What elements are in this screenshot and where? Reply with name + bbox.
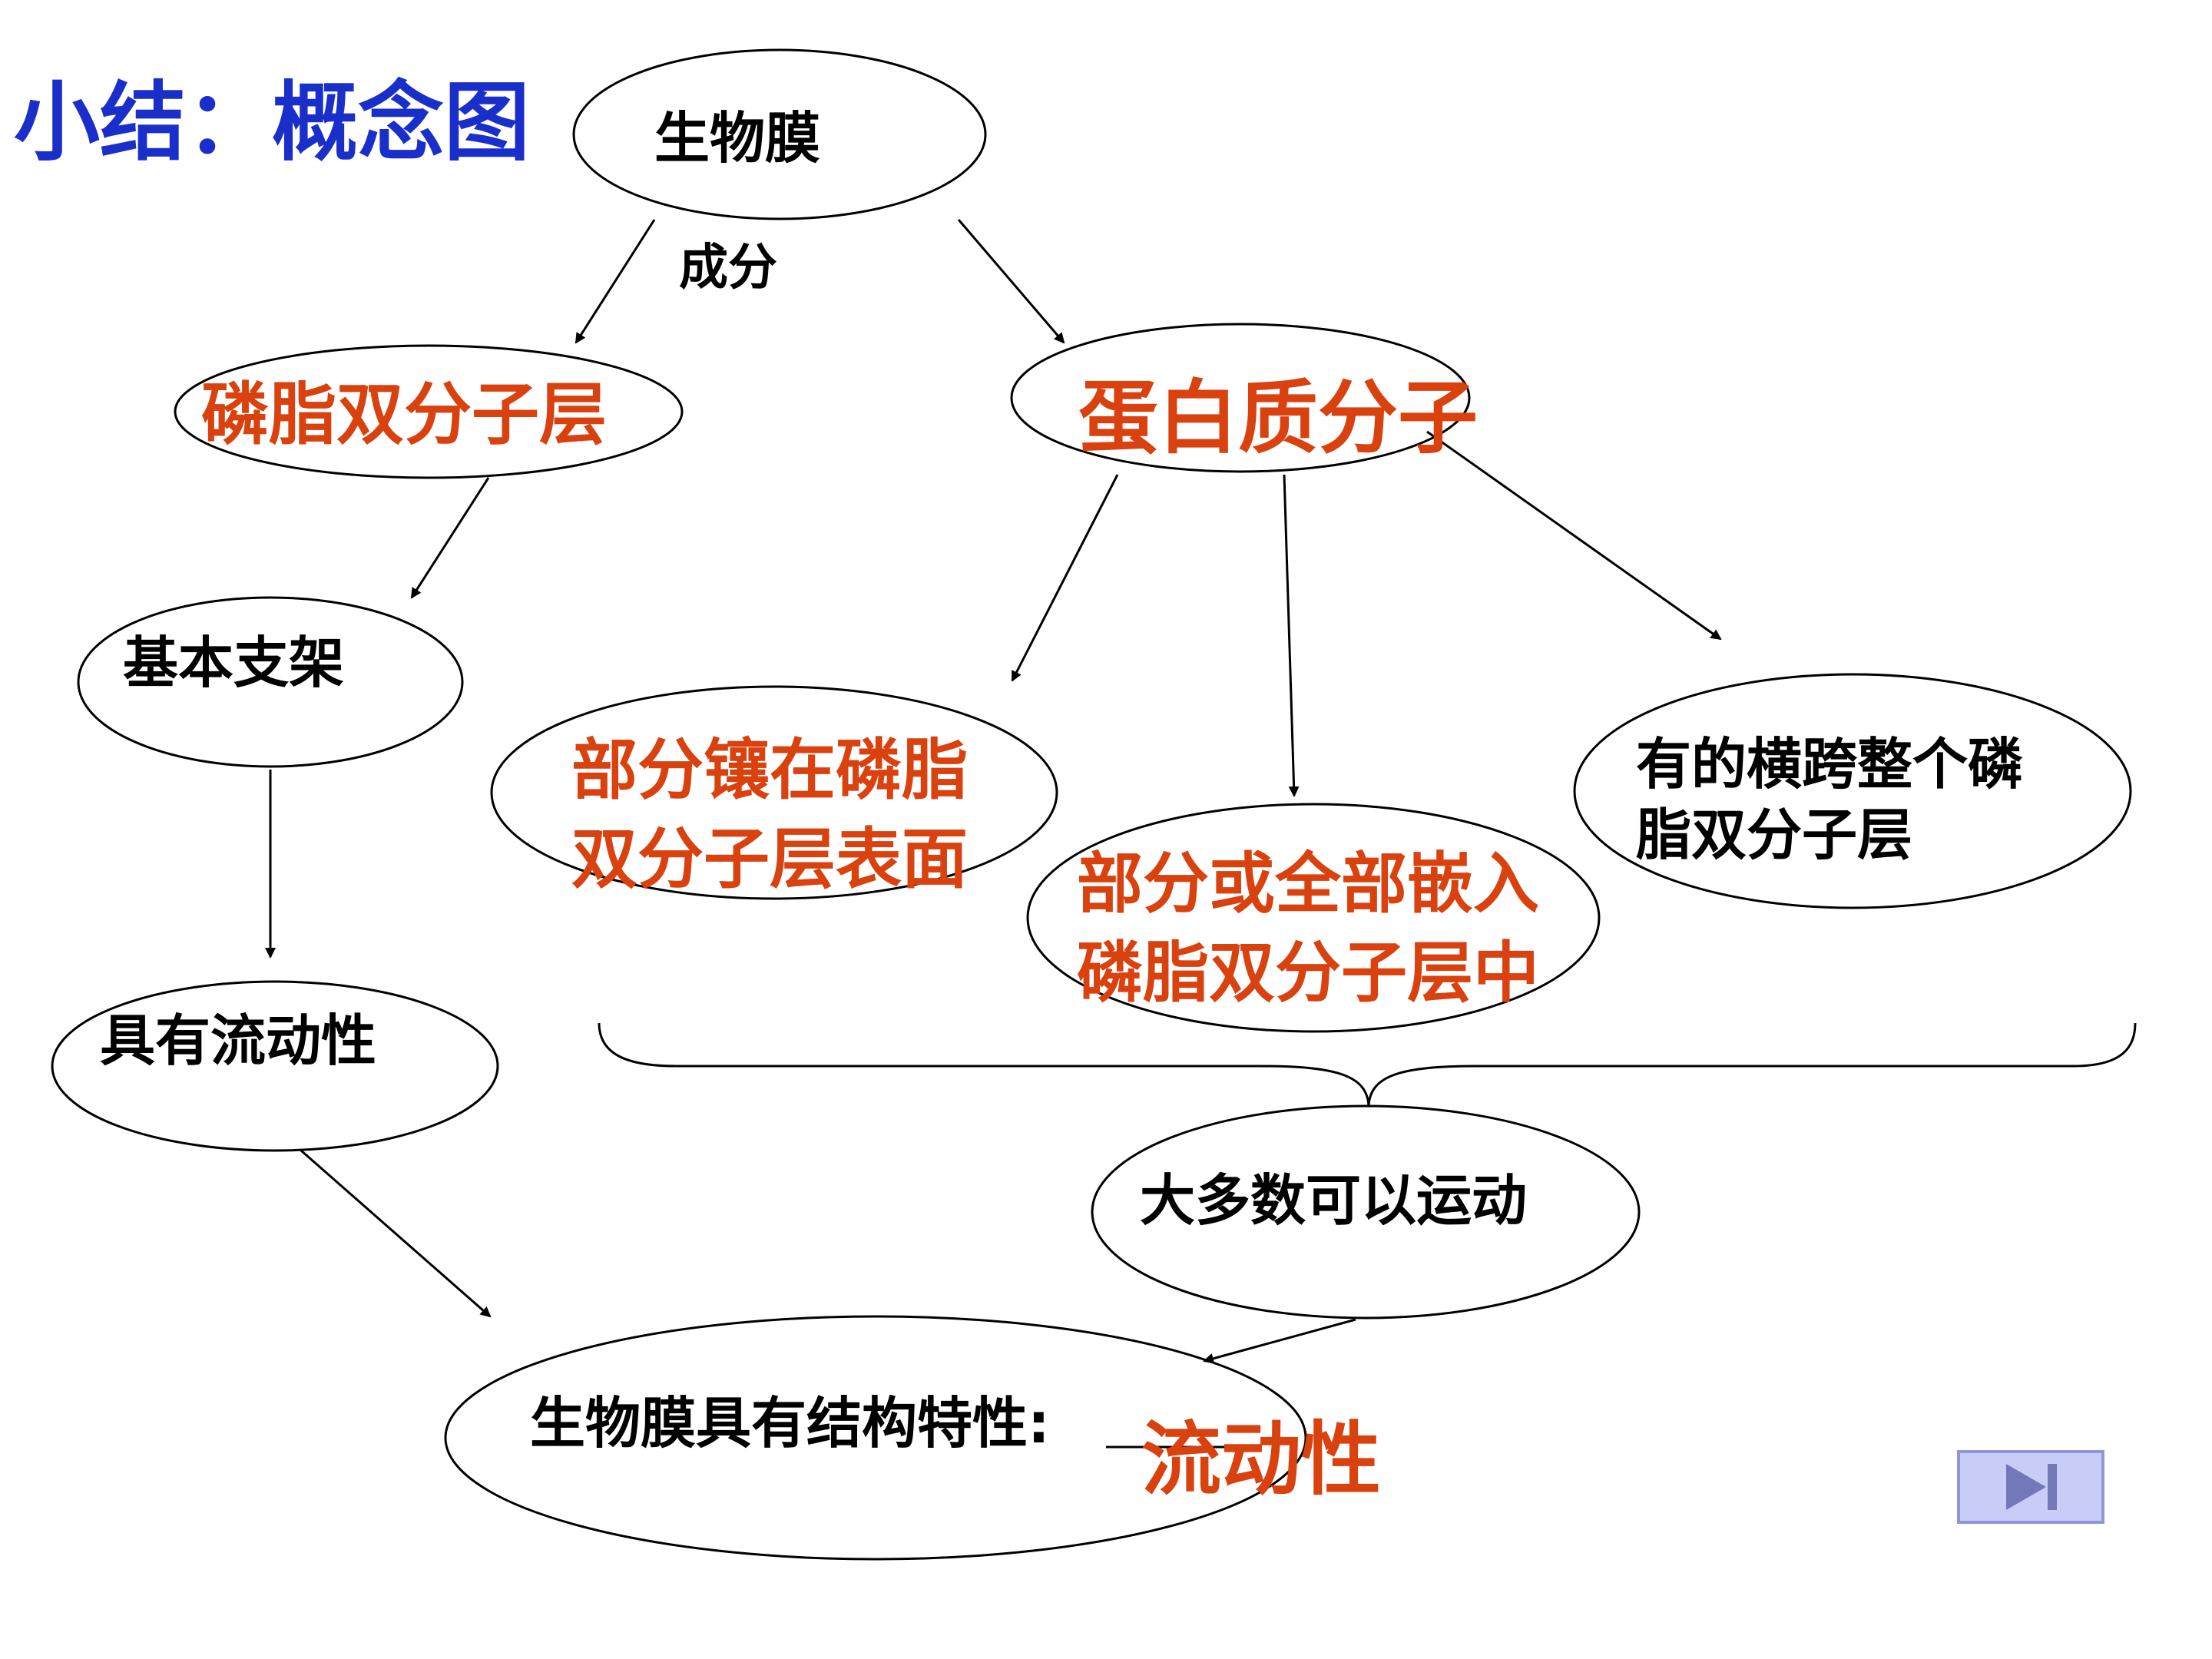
node-span-line1: 有的横跨整个磷 xyxy=(1636,732,2023,796)
edge-label-component: 成分 xyxy=(679,240,777,296)
node-fluid-ellipse xyxy=(51,980,499,1152)
node-span-ellipse xyxy=(1573,673,2132,909)
arrow-protein-to-span xyxy=(1426,430,1722,641)
node-framework-label: 基本支架 xyxy=(123,631,344,695)
node-span-line2: 脂双分子层 xyxy=(1636,803,1912,867)
node-mostly-move-label: 大多数可以运动 xyxy=(1140,1168,1527,1233)
arrow-phospholipid-to-framework xyxy=(410,477,490,599)
node-structure-answer: 流动性 xyxy=(1141,1412,1381,1506)
node-surface-line1: 部分镶在磷脂 xyxy=(571,732,968,809)
node-embedded-ellipse xyxy=(1026,803,1601,1033)
arrow-fluid-to-structure xyxy=(300,1149,492,1318)
arrow-mostly-move-to-structure xyxy=(1203,1318,1356,1364)
page-title: 小结：概念图 xyxy=(14,73,530,173)
node-fluid-label: 具有流动性 xyxy=(100,1008,376,1073)
node-structure-prefix: 生物膜具有结构特性: xyxy=(530,1391,1050,1455)
node-embedded-line1: 部分或全部嵌入 xyxy=(1077,846,1539,922)
node-phospholipid-label: 磷脂双分子层 xyxy=(201,375,607,454)
arrow-membrane-to-protein xyxy=(957,219,1065,344)
skip-forward-icon xyxy=(2006,1464,2057,1510)
arrow-protein-to-embedded xyxy=(1283,474,1300,797)
node-surface-ellipse xyxy=(490,685,1058,900)
node-mostly-move-ellipse xyxy=(1091,1104,1641,1320)
node-surface-line2: 双分子层表面 xyxy=(571,821,968,898)
arrow-protein-to-surface xyxy=(1011,474,1119,682)
node-embedded-line2: 磷脂双分子层中 xyxy=(1077,935,1539,1012)
next-slide-button[interactable] xyxy=(1957,1450,2104,1524)
node-framework-ellipse xyxy=(77,596,464,768)
node-protein-ellipse xyxy=(1010,323,1471,473)
node-membrane-label: 生物膜 xyxy=(654,106,820,171)
node-membrane-ellipse xyxy=(572,48,987,220)
arrow-membrane-to-phospholipid xyxy=(575,219,656,344)
node-phospholipid-ellipse xyxy=(174,344,684,479)
node-structure-ellipse xyxy=(444,1315,1307,1561)
brace xyxy=(598,1022,2137,1107)
node-protein-label: 蛋白质分子 xyxy=(1078,371,1478,465)
